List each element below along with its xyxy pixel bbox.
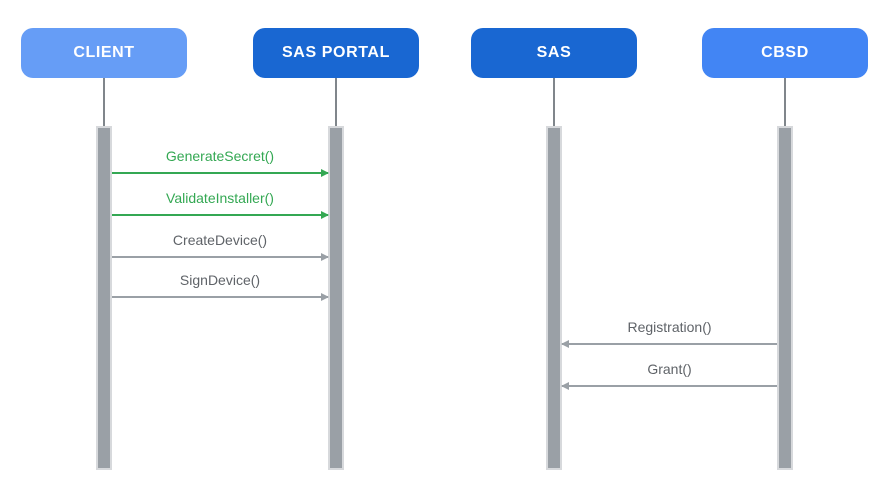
message-label-4: SignDevice(): [179, 272, 261, 288]
message-arrow-6: [561, 382, 777, 390]
actor-label: SAS PORTAL: [282, 44, 390, 61]
actor-label: CBSD: [761, 44, 809, 61]
lifeline-sas-portal: [335, 78, 337, 126]
message-label-6: Grant(): [647, 361, 692, 377]
actor-header-sas: SAS: [471, 28, 637, 78]
arrowhead-icon: [561, 340, 569, 348]
lifeline-client: [103, 78, 105, 126]
message-arrow-2: [112, 211, 329, 219]
actor-header-cbsd: CBSD: [702, 28, 868, 78]
message-arrow-1: [112, 169, 329, 177]
arrowhead-icon: [321, 293, 329, 301]
actor-header-sas-portal: SAS PORTAL: [253, 28, 419, 78]
activation-bar-sas: [546, 126, 562, 470]
message-label-2: ValidateInstaller(): [166, 190, 274, 206]
message-arrow-3: [112, 253, 329, 261]
actor-label: SAS: [536, 44, 572, 61]
arrowhead-icon: [321, 253, 329, 261]
arrowhead-icon: [321, 211, 329, 219]
arrowhead-icon: [321, 169, 329, 177]
message-label-3: CreateDevice(): [172, 232, 268, 248]
activation-bar-client: [96, 126, 112, 470]
actor-header-client: CLIENT: [21, 28, 187, 78]
lifeline-cbsd: [784, 78, 786, 126]
message-arrow-5: [561, 340, 777, 348]
message-label-1: GenerateSecret(): [165, 148, 275, 164]
activation-bar-cbsd: [777, 126, 793, 470]
actor-label: CLIENT: [73, 44, 135, 61]
activation-bar-sas-portal: [328, 126, 344, 470]
lifeline-sas: [553, 78, 555, 126]
arrowhead-icon: [561, 382, 569, 390]
message-arrow-4: [112, 293, 329, 301]
message-label-5: Registration(): [627, 319, 712, 335]
